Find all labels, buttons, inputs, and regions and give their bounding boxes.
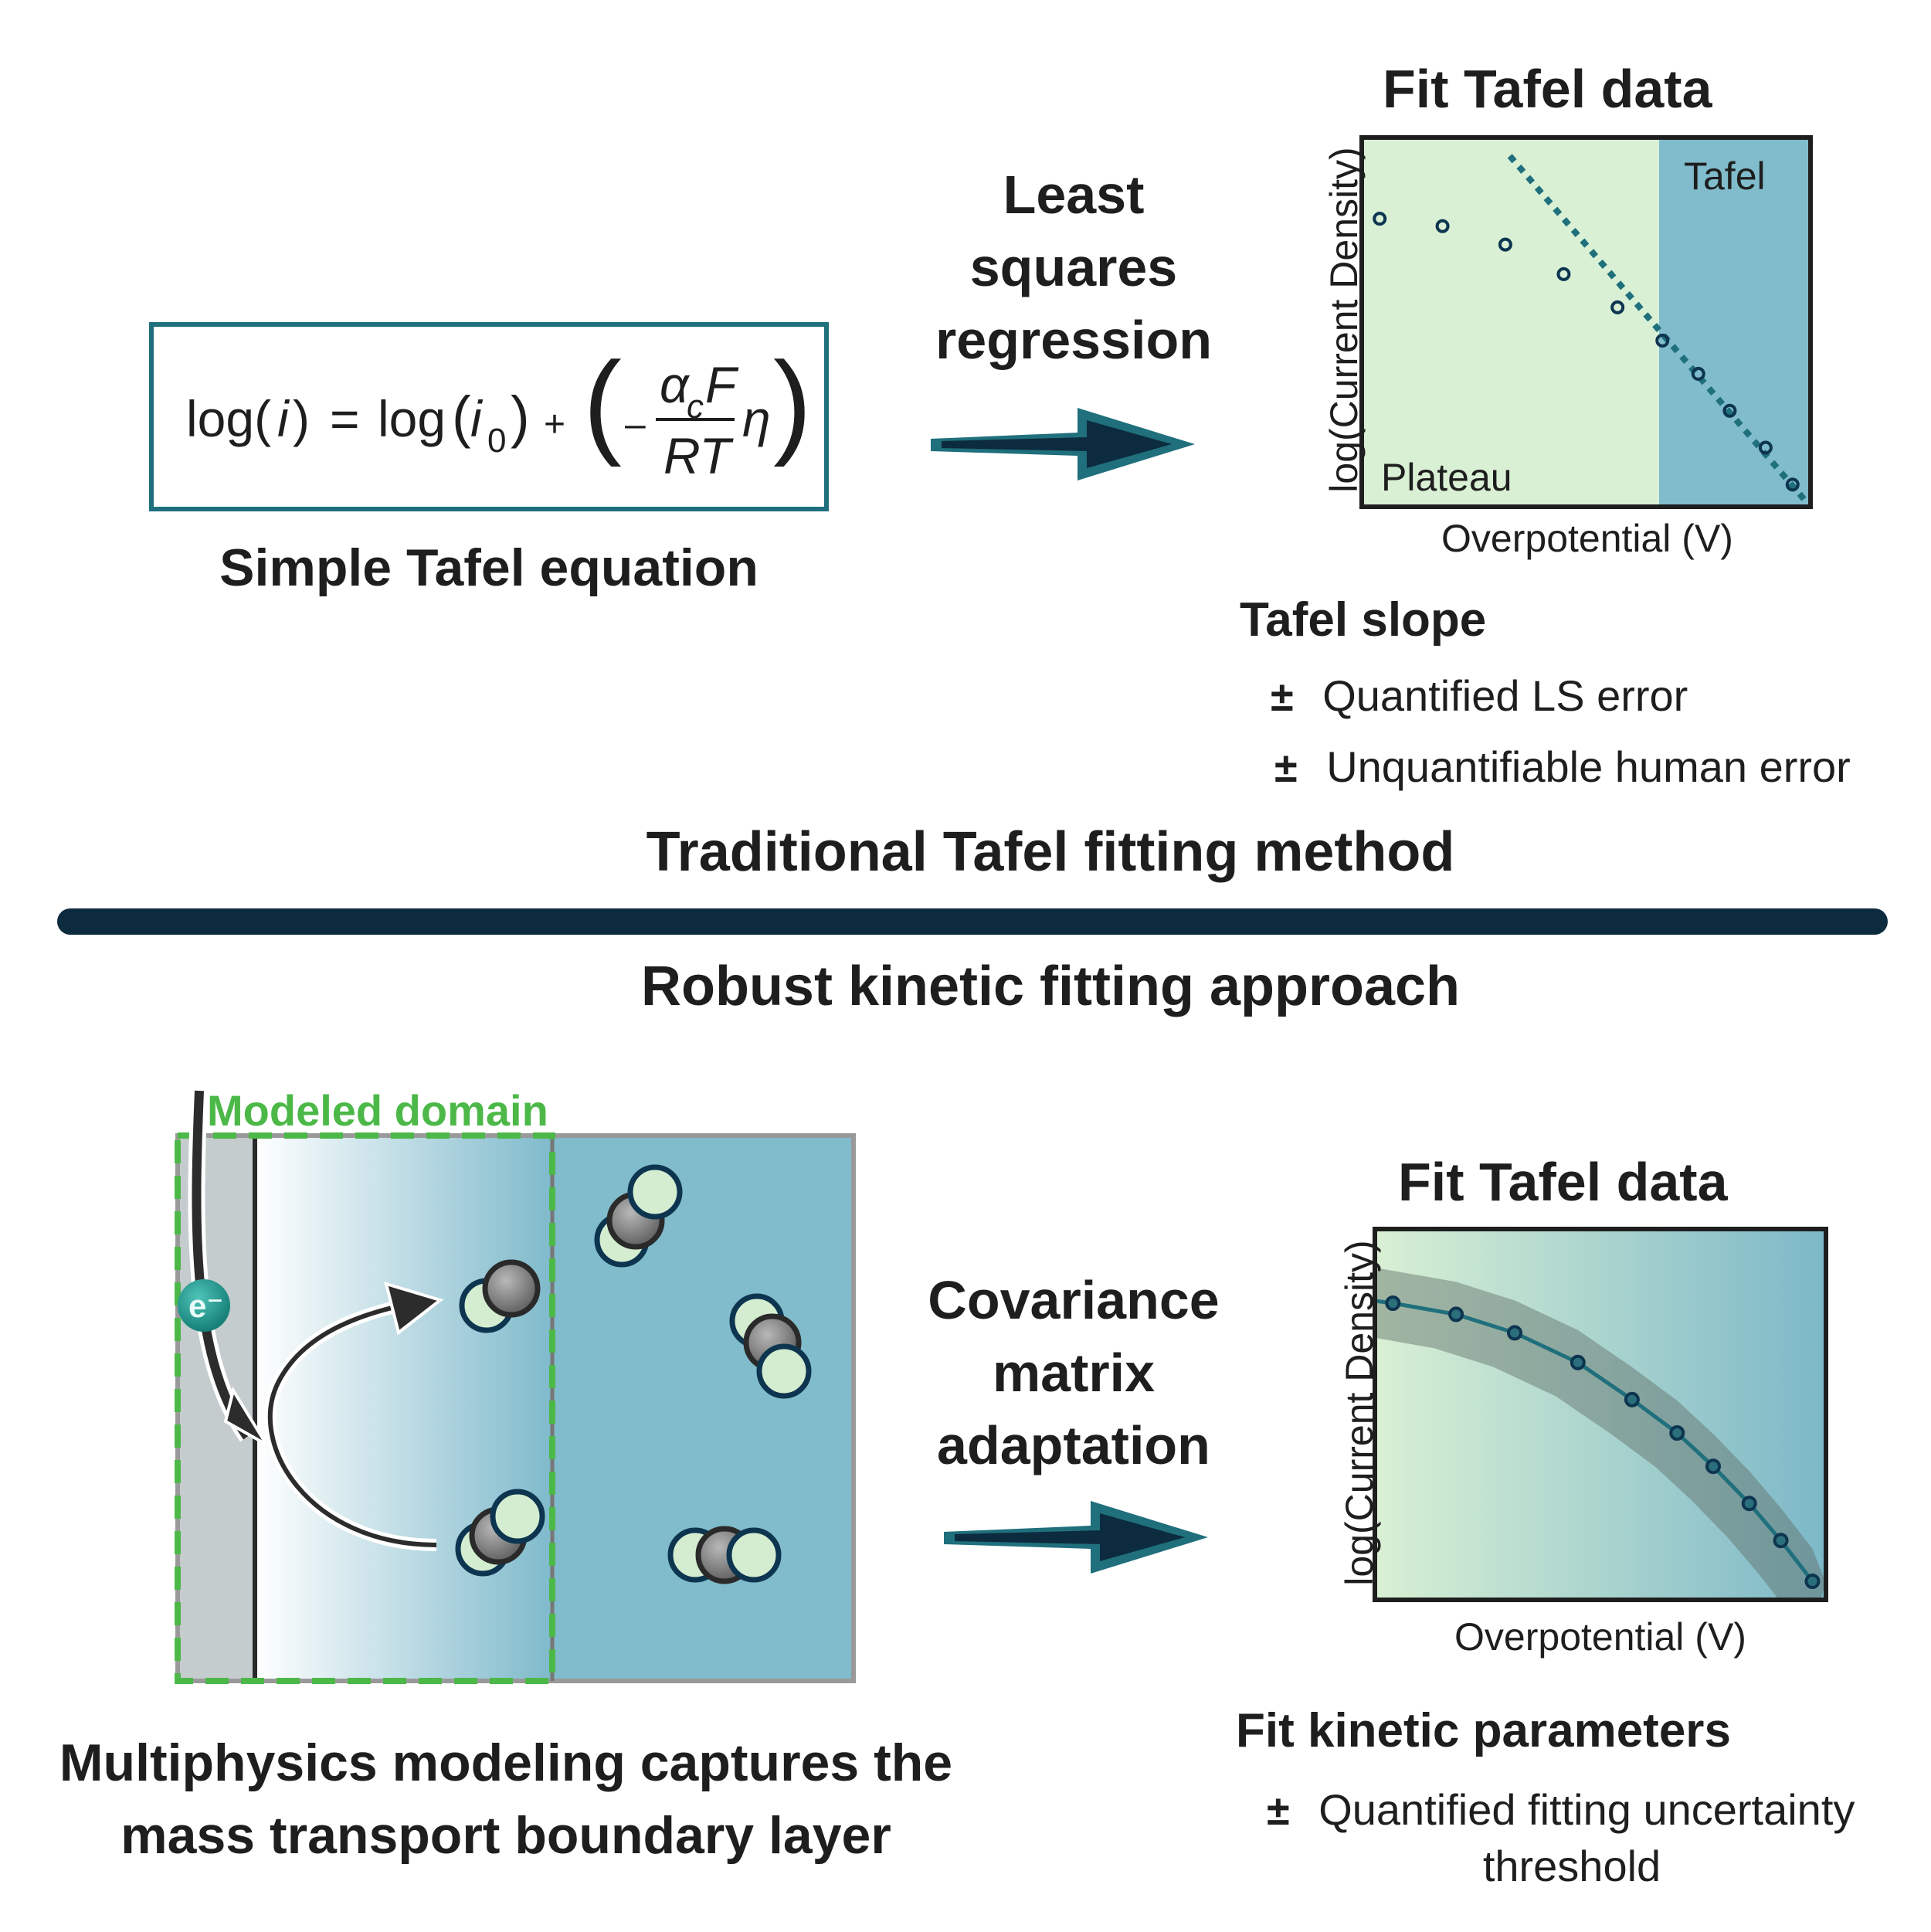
chart2-frame [1373, 1227, 1828, 1602]
chart2-data-point [1669, 1425, 1685, 1441]
chart1-data-point [1758, 440, 1773, 455]
section-divider [57, 908, 1888, 935]
eq-eta: η [742, 390, 771, 447]
ls-label-line1: Least [1003, 165, 1145, 225]
cma-label-line1: Covariance [928, 1270, 1220, 1330]
svg-text:e⁻: e⁻ [188, 1288, 224, 1324]
modeled-domain-box [175, 1132, 555, 1684]
params-item-1: ± Quantified fitting uncertainty [1267, 1784, 1855, 1835]
tafel-equation: log( i ) = log ( i 0 ) + ( – α c F RT η … [186, 338, 812, 484]
chart1-data-point [1785, 477, 1800, 492]
eq-i0-sub: 0 [487, 422, 506, 460]
equation-caption: Simple Tafel equation [219, 538, 758, 597]
eq-bigparen-close: ) [773, 338, 812, 467]
plus-minus-icon: ± [1274, 745, 1298, 791]
chart1-ylabel: log(Current Density) [1322, 147, 1366, 493]
eq-alpha: α [660, 356, 691, 413]
boundary-layer [255, 1136, 552, 1681]
chart2-plot [1373, 1227, 1828, 1602]
bulk-electrolyte [552, 1136, 854, 1681]
chart1-data-point [1722, 403, 1737, 418]
slope-item-2-text: Unquantifiable human error [1326, 742, 1851, 791]
eq-lhs: log( [186, 390, 271, 447]
chart2-background [1375, 1229, 1826, 1600]
ls-regression-label: Least squares regression [881, 158, 1267, 376]
params-item-1-text: Quantified fitting uncertainty [1318, 1785, 1855, 1834]
molecule-icon [729, 1293, 812, 1399]
model-caption: Multiphysics modeling captures the mass … [15, 1727, 996, 1872]
chart1-region-label-tafel: Tafel [1684, 154, 1766, 198]
robust-approach-title: Robust kinetic fitting approach [640, 956, 1461, 1017]
molecule-icon [594, 1164, 683, 1268]
chart2-data-point [1385, 1295, 1401, 1311]
chart2-data-point [1804, 1574, 1821, 1589]
eq-lhs-var: i [277, 390, 290, 447]
params-item-1-line2: threshold [1482, 1842, 1661, 1890]
eq-paren-open: ( [452, 385, 471, 449]
eq-alpha-sub: c [687, 388, 704, 426]
slope-item-1-text: Quantified LS error [1322, 671, 1688, 720]
chart2-xlabel: Overpotential (V) [1454, 1615, 1746, 1659]
chart1-region-label-plateau: Plateau [1381, 456, 1512, 499]
multiphysics-diagram: e⁻ [175, 1090, 856, 1684]
equation-box: log( i ) = log ( i 0 ) + ( – α c F RT η … [149, 322, 829, 511]
chart2-data-point [1570, 1354, 1586, 1370]
model-caption-line2: mass transport boundary layer [120, 1806, 891, 1865]
plus-minus-icon: ± [1267, 1788, 1290, 1834]
eq-log: log [378, 390, 446, 447]
eq-F: F [705, 356, 739, 413]
eq-paren-close: ) [511, 385, 530, 449]
traditional-method-title: Traditional Tafel fitting method [646, 821, 1455, 883]
chart1-data-point [1498, 237, 1512, 252]
chart2-title: Fit Tafel data [1398, 1152, 1728, 1212]
slope-item-1: ± Quantified LS error [1271, 671, 1688, 721]
chart1-region-tafel [1659, 138, 1811, 507]
chart1-data-point [1556, 267, 1571, 281]
chart2-data-point [1507, 1325, 1523, 1341]
eq-equals: = [330, 390, 360, 447]
modeled-domain-label: Modeled domain [207, 1086, 548, 1135]
cma-label: Covariance matrix adaptation [881, 1264, 1267, 1482]
ls-label-line2: squares [969, 237, 1178, 297]
slope-item-2: ± Unquantifiable human error [1274, 742, 1851, 792]
chart2-data-point [1624, 1391, 1640, 1407]
eq-i0-var: i [470, 390, 484, 447]
chart2-data-point [1705, 1458, 1721, 1475]
electron-icon: e⁻ [178, 1279, 230, 1332]
eq-bigparen-open: ( [583, 338, 622, 467]
molecule-icon [459, 1259, 541, 1333]
cma-label-line3: adaptation [937, 1415, 1210, 1475]
model-caption-line1: Multiphysics modeling captures the [59, 1733, 953, 1792]
chart2-uncertainty-band [1375, 1268, 1826, 1600]
molecule-icon [667, 1526, 782, 1584]
slope-heading: Tafel slope [1240, 593, 1487, 647]
chart2-data-point [1448, 1306, 1464, 1323]
params-heading: Fit kinetic parameters [1236, 1704, 1731, 1757]
eq-minus: – [625, 404, 646, 445]
chart1-plot: Tafel Plateau [1359, 135, 1814, 509]
eq-lhs-close: ) [293, 390, 310, 447]
chart1-data-point [1435, 219, 1450, 233]
chart1-data-point [1655, 333, 1670, 348]
chart1-data-point [1610, 300, 1625, 314]
chart1-data-point [1373, 212, 1387, 226]
chart2-data-point [1773, 1533, 1789, 1549]
eq-RT: RT [663, 427, 734, 484]
chart1-frame [1359, 135, 1813, 509]
cma-label-line2: matrix [992, 1343, 1156, 1403]
chart2-ylabel: log(Current Density) [1338, 1240, 1381, 1586]
ls-label-line3: regression [935, 310, 1212, 370]
chart1-title: Fit Tafel data [1383, 59, 1712, 119]
plus-minus-icon: ± [1271, 674, 1294, 720]
molecule-icon [455, 1489, 545, 1577]
arrow-right-icon [931, 408, 1195, 480]
arrow-right-icon [944, 1501, 1208, 1574]
chart1-region-plateau [1362, 138, 1659, 507]
chart1-xlabel: Overpotential (V) [1441, 517, 1733, 560]
chart2-data-point [1741, 1496, 1757, 1512]
chart1-data-point [1691, 366, 1705, 381]
eq-plus: + [544, 404, 565, 445]
